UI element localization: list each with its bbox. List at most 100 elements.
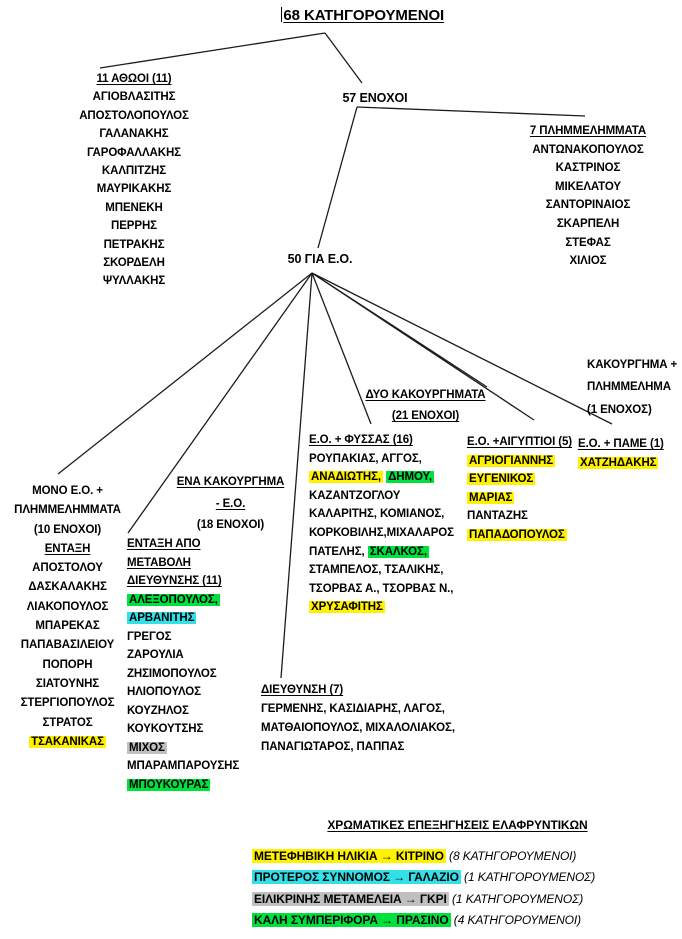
- highlighted-name: ΕΙΛΙΚΡΙΝΗΣ ΜΕΤΑΜΕΛΕΙΑ → ΓΚΡΙ: [252, 891, 449, 906]
- entaxi-metaboli-line-text: ΔΙΕΥΘΥΝΣΗΣ (11): [127, 575, 222, 587]
- misdemeanor-name-text: ΚΑΣΤΡΙΝΟΣ: [555, 162, 621, 175]
- entaxi-metaboli-line: ΖΑΡΟΥΛΙΑ: [127, 646, 292, 665]
- highlighted-name: ΕΥΓΕΝΙΚΟΣ: [467, 473, 536, 485]
- mono-eo-group: ΜΟΝΟ Ε.Ο. +ΠΛΗΜΜΕΛΗΜΜΑΤΑ(10 ΕΝΟΧΟΙ)ΕΝΤΑΞ…: [0, 482, 135, 752]
- mono-eo-line-text: (10 ΕΝΟΧΟΙ): [33, 523, 102, 536]
- dieuthinsi-line: ΜΑΤΘΑΙΟΠΟΥΛΟΣ, ΜΙΧΑΛΟΛΙΑΚΟΣ,: [261, 719, 496, 738]
- dyo-kakourgimata-line: (21 ΕΝΟΧΟΙ): [358, 406, 493, 427]
- line-title-to-guilty: [324, 32, 363, 84]
- fyssas-line: ΚΑΛΑΡΙΤΗΣ, ΚΟΜΙΑΝΟΣ,: [309, 505, 477, 524]
- innocent-name: ΓΑΡΟΦΑΛΛΑΚΗΣ: [34, 144, 234, 162]
- legend-row-text: (1 ΚΑΤΗΓΟΡΟΥΜΕΝΟΣ): [448, 891, 584, 906]
- misdemeanor-name: ΑΝΤΩΝΑΚΟΠΟΥΛΟΣ: [490, 141, 682, 160]
- dieuthinsi-line: ΠΑΝΑΓΙΩΤΑΡΟΣ, ΠΑΠΠΑΣ: [261, 738, 496, 757]
- mono-eo-line-text: ΣΤΡΑΤΟΣ: [42, 716, 93, 729]
- fyssas-line-text: ΚΑΛΑΡΙΤΗΣ, ΚΟΜΙΑΝΟΣ,: [309, 508, 445, 521]
- entaxi-metaboli-line: ΚΟΥΚΟΥΤΣΗΣ: [127, 720, 292, 739]
- misdemeanor-name-text: ΜΙΚΕΛΑΤΟΥ: [555, 180, 621, 193]
- legend-title: ΧΡΩΜΑΤΙΚΕΣ ΕΠΕΞΗΓΗΣΕΙΣ ΕΛΑΦΡΥΝΤΙΚΩΝ: [327, 818, 588, 832]
- fyssas-line: ΠΑΤΕΛΗΣ, ΣΚΑΛΚΟΣ,: [309, 543, 477, 562]
- entaxi-metaboli-line-text: ΚΟΥΖΗΛΟΣ: [127, 704, 189, 717]
- fyssas-line-text: ΣΤΑΜΠΕΛΟΣ, ΤΣΑΛΙΚΗΣ,: [309, 564, 444, 577]
- aigyptioi-line: Ε.Ο. +ΑΙΓΥΠΤΙΟΙ (5): [467, 433, 585, 452]
- line-guilty-to-eo: [317, 106, 358, 249]
- highlighted-name: ΜΑΡΙΑΣ: [467, 491, 515, 504]
- misdemeanor-name: ΣΤΕΦΑΣ: [490, 234, 682, 253]
- legend-row: ΕΙΛΙΚΡΙΝΗΣ ΜΕΤΑΜΕΛΕΙΑ → ΓΚΡΙ (1 ΚΑΤΗΓΟΡΟ…: [252, 889, 677, 910]
- entaxi-metaboli-line: ΑΛΕΞΟΠΟΥΛΟΣ,: [127, 591, 292, 610]
- innocents-header: 11 ΑΘΩΟΙ (11): [96, 73, 172, 85]
- fyssas-line: ΚΑΖΑΝΤΖΟΓΛΟΥ: [309, 487, 477, 506]
- mono-eo-line: ΣΤΡΑΤΟΣ: [0, 714, 135, 733]
- dyo-kakourgimata-header: ΔΥΟ ΚΑΚΟΥΡΓΗΜΑΤΑ(21 ΕΝΟΧΟΙ): [358, 385, 493, 427]
- entaxi-metaboli-line: ΜΠΟΥΚΟΥΡΑΣ: [127, 776, 292, 795]
- fyssas-line: Ε.Ο. + ΦΥΣΣΑΣ (16): [309, 431, 477, 450]
- entaxi-metaboli-line: ΑΡΒΑΝΙΤΗΣ: [127, 609, 292, 628]
- mono-eo-line-text: ΠΟΠΟΡΗ: [42, 658, 93, 671]
- innocent-name: ΓΑΛΑΝΑΚΗΣ: [34, 125, 234, 143]
- misdemeanor-name: ΧΙΛΙΟΣ: [490, 252, 682, 271]
- ena-kakourgima-line-text: - Ε.Ο.: [215, 497, 246, 510]
- fyssas-line: ΧΡΥΣΑΦΙΤΗΣ: [309, 598, 477, 617]
- innocent-name-text: ΑΠΟΣΤΟΛΟΠΟΥΛΟΣ: [79, 109, 189, 122]
- fyssas-line-text: ΤΣΟΡΒΑΣ Α., ΤΣΟΡΒΑΣ Ν.,: [309, 582, 454, 595]
- innocent-name: ΨΥΛΛΑΚΗΣ: [34, 272, 234, 290]
- mono-eo-line: ΠΑΠΑΒΑΣΙΛΕΙΟΥ: [0, 636, 135, 655]
- highlighted-name: ΠΡΟΤΕΡΟΣ ΣΥΝΝΟΜΟΣ → ΓΑΛΑΖΙΟ: [252, 870, 461, 885]
- innocent-name: ΜΠΕΝΕΚΗ: [34, 199, 234, 217]
- ena-kakourgima-line: ΕΝΑ ΚΑΚΟΥΡΓΗΜΑ: [163, 472, 298, 494]
- innocent-name-text: ΚΑΛΠΙΤΖΗΣ: [101, 165, 167, 178]
- innocent-name-text: ΓΑΛΑΝΑΚΗΣ: [99, 128, 169, 141]
- innocent-name: ΣΚΟΡΔΕΛΗ: [34, 254, 234, 272]
- dieuthinsi-line: ΓΕΡΜΕΝΗΣ, ΚΑΣΙΔΙΑΡΗΣ, ΛΑΓΟΣ,: [261, 700, 496, 719]
- legend-row: ΠΡΟΤΕΡΟΣ ΣΥΝΝΟΜΟΣ → ΓΑΛΑΖΙΟ (1 ΚΑΤΗΓΟΡΟΥ…: [252, 867, 677, 888]
- innocent-name-text: ΠΕΡΡΗΣ: [111, 220, 157, 233]
- fyssas-line-text: ΡΟΥΠΑΚΙΑΣ, ΑΓΓΟΣ,: [309, 452, 422, 465]
- legend-row-text: (8 ΚΑΤΗΓΟΡΟΥΜΕΝΟΙ): [445, 849, 577, 863]
- misdemeanor-name: ΚΑΣΤΡΙΝΟΣ: [490, 159, 682, 178]
- entaxi-metaboli-line: ΕΝΤΑΞΗ ΑΠΟ: [127, 535, 292, 554]
- pame-group: Ε.Ο. + ΠΑΜΕ (1) ΧΑΤΖΗΔΑΚΗΣ: [578, 435, 682, 472]
- innocent-name-text: ΨΥΛΛΑΚΗΣ: [102, 275, 166, 288]
- mono-eo-line: ΠΟΠΟΡΗ: [0, 656, 135, 675]
- fyssas-line: ΣΤΑΜΠΕΛΟΣ, ΤΣΑΛΙΚΗΣ,: [309, 561, 477, 580]
- pame-line-text: Ε.Ο. + ΠΑΜΕ (1): [578, 438, 664, 450]
- dieuthinsi-line-text: ΔΙΕΥΘΥΝΣΗ (7): [261, 684, 344, 696]
- dieuthinsi-line-text: ΠΑΝΑΓΙΩΤΑΡΟΣ, ΠΑΠΠΑΣ: [261, 741, 405, 753]
- misdemeanor-name: ΜΙΚΕΛΑΤΟΥ: [490, 178, 682, 197]
- dieuthinsi-line-text: ΓΕΡΜΕΝΗΣ, ΚΑΣΙΔΙΑΡΗΣ, ΛΑΓΟΣ,: [261, 703, 445, 715]
- mono-eo-line-text: ΣΙΑΤΟΥΝΗΣ: [35, 677, 100, 690]
- entaxi-metaboli-line-text: ΜΕΤΑΒΟΛΗ: [127, 556, 191, 569]
- misdemeanor-name: ΣΚΑΡΠΕΛΗ: [490, 215, 682, 234]
- dieuthinsi-group: ΔΙΕΥΘΥΝΣΗ (7) ΓΕΡΜΕΝΗΣ, ΚΑΣΙΔΙΑΡΗΣ, ΛΑΓΟΣ…: [261, 681, 496, 757]
- ena-kakourgima-line: - Ε.Ο.: [163, 494, 298, 516]
- line-eo-to-mono: [57, 272, 313, 475]
- eo-label: 50 ΓΙΑ Ε.Ο.: [287, 252, 353, 266]
- mono-eo-line: ΣΤΕΡΓΙΟΠΟΥΛΟΣ: [0, 694, 135, 713]
- highlighted-name: ΜΠΟΥΚΟΥΡΑΣ: [127, 778, 211, 791]
- mono-eo-line: ΕΝΤΑΞΗ: [0, 540, 135, 559]
- misdemeanors-group: 7 ΠΛΗΜΜΕΛΗΜΜΑΤΑ ΑΝΤΩΝΑΚΟΠΟΥΛΟΣ ΚΑΣΤΡΙΝΟΣ Μ…: [490, 122, 682, 271]
- innocent-name-text: ΜΑΥΡΙΚΑΚΗΣ: [96, 183, 172, 196]
- misdemeanors-header: 7 ΠΛΗΜΜΕΛΗΜΜΑΤΑ: [529, 125, 647, 137]
- mono-eo-line: ΛΙΑΚΟΠΟΥΛΟΣ: [0, 598, 135, 617]
- line-eo-to-dieuthinsi: [280, 272, 313, 679]
- mono-eo-line: ΠΛΗΜΜΕΛΗΜΜΑΤΑ: [0, 501, 135, 520]
- innocent-name-text: ΜΠΕΝΕΚΗ: [105, 201, 163, 214]
- ena-kakourgima-line-text: ΕΝΑ ΚΑΚΟΥΡΓΗΜΑ: [176, 476, 285, 488]
- highlighted-name: ΜΕΤΕΦΗΒΙΚΗ ΗΛΙΚΙΑ → ΚΙΤΡΙΝΟ: [252, 849, 446, 863]
- pame-line: ΧΑΤΖΗΔΑΚΗΣ: [578, 454, 682, 473]
- highlighted-name: ΑΛΕΞΟΠΟΥΛΟΣ,: [127, 593, 220, 606]
- aigyptioi-line-text: Ε.Ο. +ΑΙΓΥΠΤΙΟΙ (5): [467, 436, 573, 448]
- legend-row: ΚΑΛΗ ΣΥΜΠΕΡΙΦΟΡΑ → ΠΡΑΣΙΝΟ (4 ΚΑΤΗΓΟΡΟΥΜ…: [252, 910, 677, 931]
- fyssas-line-text: ΚΑΖΑΝΤΖΟΓΛΟΥ: [309, 489, 401, 502]
- fyssas-line: ΚΟΡΚΟΒΙΛΗΣ,ΜΙΧΑΛΑΡΟΣ: [309, 524, 477, 543]
- fyssas-line-text: ΚΟΡΚΟΒΙΛΗΣ,ΜΙΧΑΛΑΡΟΣ: [309, 526, 454, 539]
- mono-eo-line-text: ΕΝΤΑΞΗ: [44, 542, 91, 555]
- entaxi-metaboli-line: ΔΙΕΥΘΥΝΣΗΣ (11): [127, 572, 292, 591]
- line-title-to-innocents: [99, 32, 326, 69]
- highlighted-name: ΑΡΒΑΝΙΤΗΣ: [127, 612, 197, 624]
- highlighted-name: ΤΣΑΚΑΝΙΚΑΣ: [29, 735, 106, 748]
- mono-eo-line: ΣΙΑΤΟΥΝΗΣ: [0, 675, 135, 694]
- pame-line: Ε.Ο. + ΠΑΜΕ (1): [578, 435, 682, 454]
